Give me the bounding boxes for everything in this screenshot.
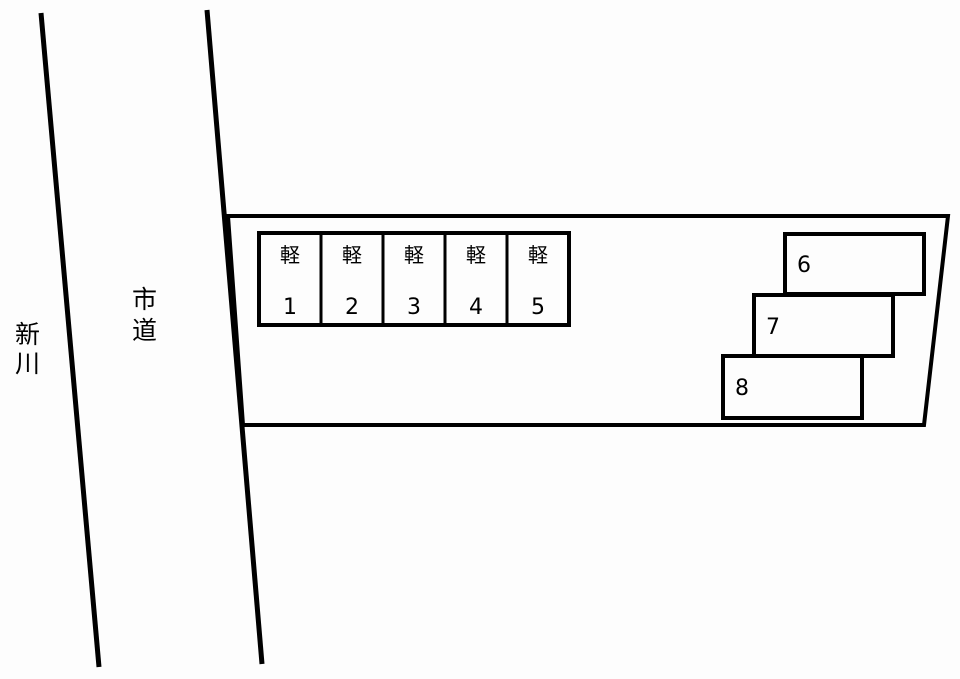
parking-space-kei-1: 軽 1 [280, 243, 300, 320]
river-label-char-2: 川 [15, 349, 40, 378]
kei-mark: 軽 [280, 243, 300, 267]
parking-space-kei-5: 軽 5 [528, 243, 548, 320]
parking-space-7: 7 [752, 293, 895, 358]
space-number: 1 [283, 295, 297, 320]
road-line [204, 9, 265, 665]
road-label-char-1: 市 [132, 285, 157, 314]
parking-space-kei-2: 軽 2 [342, 243, 362, 320]
space-number: 5 [531, 295, 545, 320]
river-line [38, 12, 102, 668]
river-label-char-1: 新 [15, 320, 40, 349]
kei-mark: 軽 [466, 243, 486, 267]
space-number: 3 [407, 295, 421, 320]
space-number: 8 [735, 376, 749, 401]
kei-space-outline [257, 231, 571, 327]
space-outline [721, 354, 864, 420]
space-number: 4 [469, 295, 483, 320]
river-label: 新 川 [15, 320, 40, 378]
parking-lot-boundary [225, 214, 951, 427]
space-number: 6 [797, 253, 811, 278]
road-label-char-2: 道 [132, 316, 157, 345]
kei-mark: 軽 [404, 243, 424, 267]
kei-mark: 軽 [342, 243, 362, 267]
kei-space-group: 軽 1 軽 2 軽 3 軽 4 軽 5 [257, 231, 571, 327]
parking-space-kei-4: 軽 4 [466, 243, 486, 320]
parking-space-kei-3: 軽 3 [404, 243, 424, 320]
road-label: 市 道 [132, 285, 157, 345]
space-number: 2 [345, 295, 359, 320]
parking-space-6: 6 [783, 232, 926, 296]
space-number: 7 [766, 315, 780, 340]
parking-space-8: 8 [721, 354, 864, 420]
kei-mark: 軽 [528, 243, 548, 267]
